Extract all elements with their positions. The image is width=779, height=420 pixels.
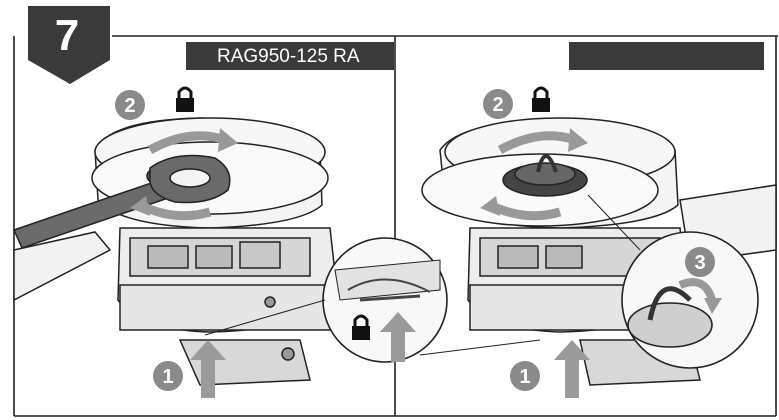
lock-icon — [176, 86, 194, 112]
callout-3-right: 3 — [694, 252, 705, 274]
lock-icon — [532, 86, 550, 112]
arrow-head — [218, 128, 238, 152]
callout-circles — [115, 89, 715, 391]
model-bar-left — [186, 42, 394, 70]
left-grinder-illustration — [12, 117, 339, 386]
step-badge-shape — [28, 6, 110, 84]
spindle-lock-detail — [322, 237, 448, 363]
arrow-head — [480, 196, 500, 216]
leader-line — [419, 339, 541, 356]
push-arrow-right — [554, 340, 590, 398]
leader-line — [587, 194, 641, 251]
lock-icon — [352, 314, 370, 340]
arrow-head — [130, 196, 150, 216]
push-arrow-detail — [380, 312, 416, 362]
rotation-arrow-detail — [678, 278, 716, 302]
callout-2-right: 2 — [492, 94, 503, 116]
key-detail — [621, 231, 759, 369]
push-arrow-left — [190, 340, 226, 398]
arrow-head — [568, 128, 588, 152]
model-bar-right — [569, 42, 764, 70]
step-number: 7 — [54, 11, 80, 60]
callout-1-left: 1 — [162, 366, 173, 388]
model-label-left: RAG950-125 RA — [217, 46, 360, 67]
leader-line — [204, 299, 326, 336]
arrow-head — [704, 298, 722, 314]
callout-1-right: 1 — [519, 366, 530, 388]
callout-2-left: 2 — [124, 95, 135, 117]
